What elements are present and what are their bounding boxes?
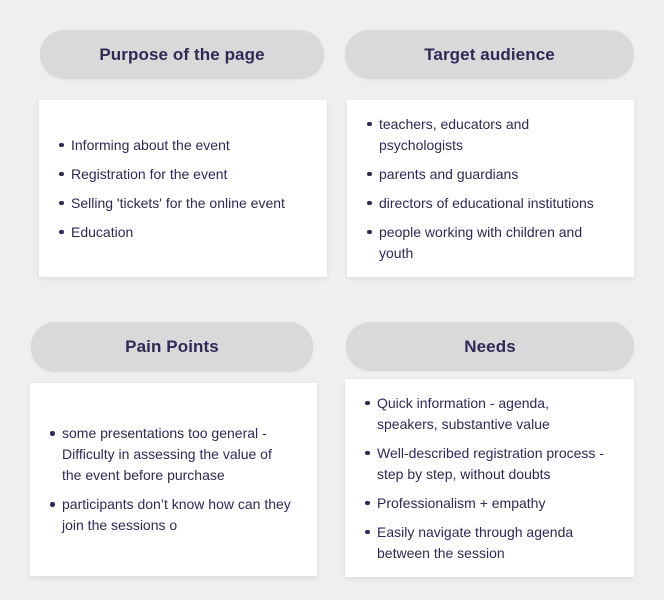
list-item: Registration for the event (58, 164, 303, 185)
section-header-purpose: Purpose of the page (40, 30, 324, 79)
list-item: some presentations too general - Difficu… (49, 423, 294, 486)
list-item: directors of educational institutions (366, 193, 611, 214)
section-header-needs: Needs (346, 322, 634, 371)
section-card-needs: Quick information - agenda, speakers, su… (345, 379, 634, 577)
list-item: participants don’t know how can they joi… (49, 494, 294, 536)
list-item: Selling 'tickets' for the online event (58, 193, 303, 214)
section-card-target-audience: teachers, educators and psychologists par… (347, 100, 634, 277)
list-item: people working with children and youth (366, 222, 611, 264)
section-title: Needs (464, 336, 516, 356)
list-item: Informing about the event (58, 135, 303, 156)
list-item: Well-described registration process - st… (364, 443, 609, 485)
list-item: Easily navigate through agenda between t… (364, 522, 609, 564)
bullet-list-target-audience: teachers, educators and psychologists par… (366, 114, 611, 264)
bullet-list-needs: Quick information - agenda, speakers, su… (364, 393, 609, 564)
list-item: Professionalism + empathy (364, 493, 609, 514)
section-card-pain-points: some presentations too general - Difficu… (30, 383, 317, 576)
list-item: Education (58, 222, 303, 243)
section-title: Pain Points (125, 337, 219, 356)
bullet-list-pain-points: some presentations too general - Difficu… (49, 423, 294, 536)
section-title: Purpose of the page (99, 44, 265, 64)
section-header-pain-points: Pain Points (31, 322, 313, 372)
section-title: Target audience (424, 44, 555, 64)
section-header-target-audience: Target audience (345, 30, 634, 79)
list-item: Quick information - agenda, speakers, su… (364, 393, 609, 435)
list-item: parents and guardians (366, 164, 611, 185)
list-item: teachers, educators and psychologists (366, 114, 611, 156)
